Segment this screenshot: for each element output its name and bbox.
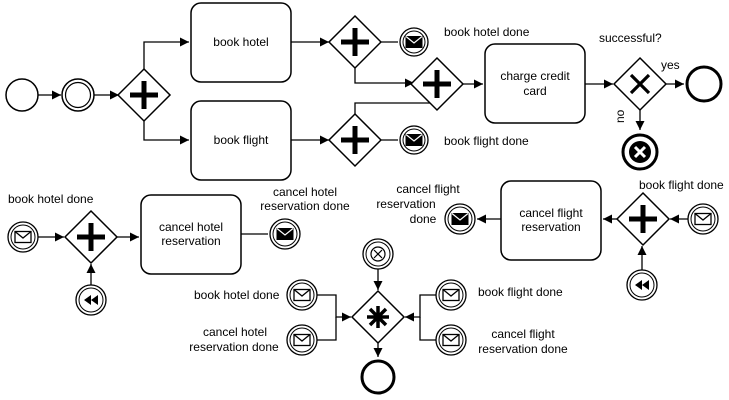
label-right-cancel-flight-2: reservation xyxy=(376,197,435,211)
bottom-book-flight-done-event[interactable] xyxy=(435,279,467,311)
cancel-catch-event[interactable] xyxy=(362,238,394,270)
parallel-join-gateway[interactable] xyxy=(409,56,465,112)
task-charge-credit-card[interactable]: charge credit card xyxy=(484,43,586,124)
label-cancel-hotel-done-1: cancel hotel xyxy=(273,185,337,199)
bottom-cancel-flight-done-event[interactable] xyxy=(435,324,467,356)
task-cancel-hotel-reservation[interactable]: cancel hotel reservation xyxy=(140,194,242,275)
start-event[interactable] xyxy=(5,78,39,112)
book-hotel-done-catch-event[interactable] xyxy=(7,221,39,253)
book-flight-done-send-event[interactable] xyxy=(399,125,429,155)
exclusive-gateway-successful[interactable] xyxy=(612,56,668,112)
bottom-book-hotel-done-event[interactable] xyxy=(286,279,318,311)
label-bottom-cancel-hotel-1: cancel hotel xyxy=(203,325,267,339)
task-book-hotel-label: book hotel xyxy=(213,35,268,49)
label-successful: successful? xyxy=(599,31,662,45)
task-book-hotel[interactable]: book hotel xyxy=(190,2,292,83)
end-event-compensation[interactable] xyxy=(360,359,396,395)
task-cancel-hotel-label-1: cancel hotel xyxy=(159,220,223,234)
intermediate-event[interactable] xyxy=(61,78,95,112)
compensation-event-hotel[interactable] xyxy=(75,284,107,316)
label-book-hotel-done: book hotel done xyxy=(444,25,530,39)
complex-gateway[interactable] xyxy=(350,289,406,345)
label-yes: yes xyxy=(661,58,680,72)
task-cancel-flight-label-1: cancel flight xyxy=(519,206,583,220)
label-bottom-book-hotel-done: book hotel done xyxy=(194,288,280,302)
end-event-success[interactable] xyxy=(685,65,723,103)
book-flight-done-catch-event[interactable] xyxy=(687,203,719,235)
parallel-gateway-flight[interactable] xyxy=(327,112,383,168)
task-cancel-hotel-label-2: reservation xyxy=(161,234,220,248)
label-right-book-flight-done: book flight done xyxy=(639,178,724,192)
label-no: no xyxy=(613,109,627,123)
label-bottom-cancel-hotel-2: reservation done xyxy=(189,340,279,354)
bottom-cancel-hotel-done-event[interactable] xyxy=(286,324,318,356)
task-book-flight-label: book flight xyxy=(214,133,269,147)
cancel-hotel-done-send-event[interactable] xyxy=(269,218,301,250)
cancel-flight-done-send-event[interactable] xyxy=(444,203,476,235)
parallel-gateway-hotel[interactable] xyxy=(327,14,383,70)
parallel-gateway-cancel-hotel[interactable] xyxy=(63,209,119,265)
label-book-flight-done: book flight done xyxy=(444,134,529,148)
compensation-event-flight[interactable] xyxy=(626,269,658,301)
label-bottom-cancel-flight-2: reservation done xyxy=(478,342,568,356)
parallel-split-gateway[interactable] xyxy=(116,67,172,123)
label-left-book-hotel-done: book hotel done xyxy=(8,192,94,206)
task-book-flight[interactable]: book flight xyxy=(190,100,292,181)
label-cancel-hotel-done-2: reservation done xyxy=(260,199,350,213)
task-cancel-flight-label-2: reservation xyxy=(521,220,580,234)
book-hotel-done-send-event[interactable] xyxy=(399,27,429,57)
task-charge-credit-card-label-2: card xyxy=(523,84,546,98)
label-right-cancel-flight-3: done xyxy=(410,212,437,226)
task-cancel-flight-reservation[interactable]: cancel flight reservation xyxy=(500,180,602,261)
label-right-cancel-flight-1: cancel flight xyxy=(396,182,460,196)
label-bottom-book-flight-done: book flight done xyxy=(478,285,563,299)
task-charge-credit-card-label-1: charge credit xyxy=(500,69,570,83)
label-bottom-cancel-flight-1: cancel flight xyxy=(491,327,555,341)
parallel-gateway-cancel-flight[interactable] xyxy=(615,191,671,247)
cancel-end-event[interactable] xyxy=(621,133,659,171)
